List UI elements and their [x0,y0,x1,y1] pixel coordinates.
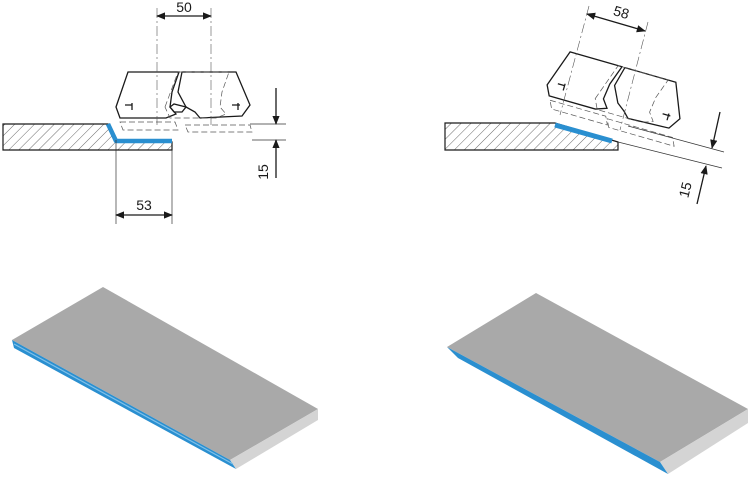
right-panel-3d [447,293,748,474]
left-spacing-dimension: 50 [176,0,192,15]
left-panel-top [12,287,318,460]
left-workpiece [2,123,173,151]
left-depth-dimension: 15 [255,164,271,180]
left-groove-highlight [105,123,172,144]
left-carriage [115,71,253,133]
right-panel-right-side [660,409,748,474]
right-depth-dimension: 15 [676,180,695,199]
left-groove-width-dimension: 53 [136,197,152,213]
left-panel-right-side [230,409,318,469]
right-bevel-highlight [554,122,613,144]
left-panel-3d [12,287,318,469]
right-panel-top [447,293,748,462]
right-carriage [546,51,681,147]
right-cross-section: 58 15 [444,2,725,205]
left-cross-section: 50 53 15 [2,0,286,224]
right-panel-bevel-edge [447,347,668,474]
right-spacing-dimension: 58 [612,2,632,22]
